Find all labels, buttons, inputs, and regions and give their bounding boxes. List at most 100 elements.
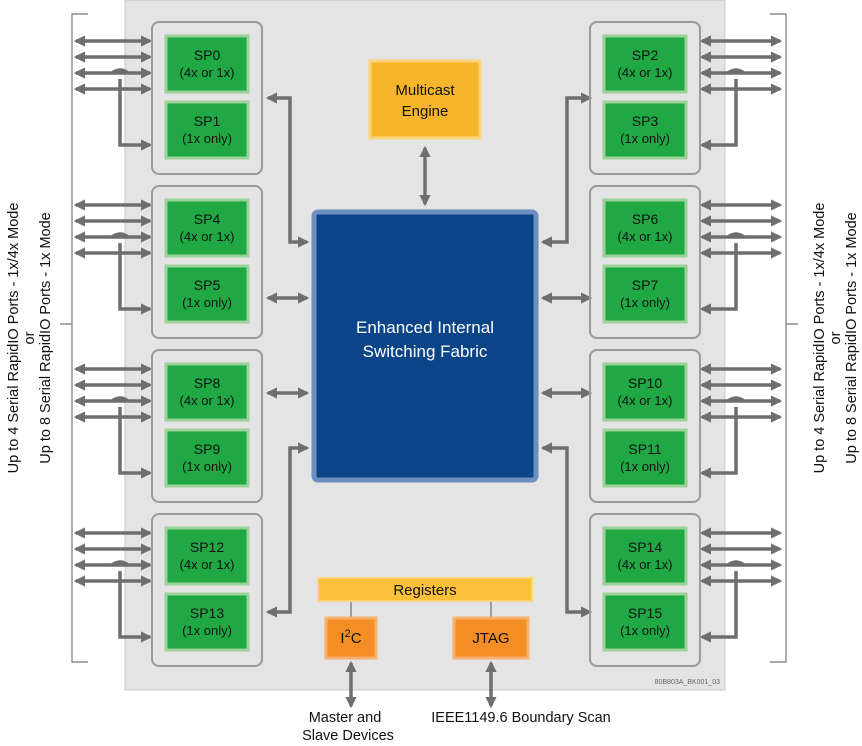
- serial-port-mode: (4x or 1x): [618, 393, 673, 408]
- master-slave-label-line1: Master and: [309, 710, 382, 726]
- serial-port-fill: [602, 526, 688, 586]
- lane-fanout-curve: [726, 68, 746, 75]
- arrow-sp2-sp3-to-fabric: [540, 92, 593, 248]
- left-label-line3: Up to 8 Serial RapidIO Ports - 1x Mode: [38, 212, 54, 463]
- right-label-line1: Up to 4 Serial RapidIO Ports - 1x/4x Mod…: [812, 203, 828, 474]
- internal-connection-arrows: [265, 92, 593, 709]
- lane-fanout-arrow: [118, 243, 153, 315]
- arrow-sp12-sp13-to-fabric: [265, 442, 310, 618]
- serial-port-box: SP1 (1x only): [164, 100, 250, 160]
- serial-port-box: SP11(1x only): [602, 428, 688, 488]
- serial-port-name: SP10: [628, 375, 662, 391]
- serial-port-mode: (1x only): [620, 623, 670, 638]
- port-pair-border: [589, 513, 701, 667]
- multicast-label-line1: Multicast: [395, 82, 455, 99]
- serial-port-name: SP7: [632, 277, 659, 293]
- serial-port-mode: (1x only): [182, 131, 232, 146]
- right-bracket: [770, 13, 798, 663]
- lane-fanout-arrow: [118, 407, 153, 479]
- lane-fanout-curve: [726, 560, 746, 567]
- external-lane-arrows: [73, 35, 783, 643]
- serial-port-mode: (4x or 1x): [180, 557, 235, 572]
- serial-port-fill: [164, 34, 250, 94]
- serial-port-fill: [602, 34, 688, 94]
- lane-fanout-curve: [726, 232, 746, 239]
- serial-port-mode: (4x or 1x): [180, 393, 235, 408]
- port-pair-border: [151, 21, 263, 175]
- serial-port-box: SP5(1x only): [164, 264, 250, 324]
- serial-port-box: SP2 (4x or 1x): [602, 34, 688, 94]
- serial-port-box: SP4 (4x or 1x): [164, 198, 250, 258]
- i2c-label: I2C: [340, 628, 361, 647]
- serial-port-name: SP1: [194, 113, 221, 129]
- serial-port-fill: [602, 100, 688, 160]
- multicast-engine-box: [368, 59, 482, 140]
- left-label-line2: or: [22, 331, 38, 344]
- serial-port-fill: [164, 100, 250, 160]
- port-pair-group: SP2 (4x or 1x) SP3 (1x only): [589, 21, 701, 175]
- serial-port-fill: [602, 362, 688, 422]
- left-side-label: Up to 4 Serial RapidIO Ports - 1x/4x Mod…: [6, 203, 54, 474]
- lane-fanout-arrow: [699, 571, 738, 643]
- lane-fanout-curve: [110, 68, 130, 75]
- port-pair-border: [151, 349, 263, 503]
- serial-port-mode: (1x only): [182, 623, 232, 638]
- serial-port-fill: [602, 428, 688, 488]
- left-label-line1: Up to 4 Serial RapidIO Ports - 1x/4x Mod…: [6, 203, 22, 474]
- serial-port-name: SP12: [190, 539, 224, 555]
- serial-port-mode: (1x only): [620, 295, 670, 310]
- arrow-sp0-sp1-to-fabric: [265, 92, 310, 248]
- serial-port-mode: (4x or 1x): [618, 65, 673, 80]
- lane-fanout-curve: [110, 396, 130, 403]
- jtag-box: [452, 616, 530, 660]
- serial-port-mode: (4x or 1x): [180, 229, 235, 244]
- port-pair-group: SP12 (4x or 1x) SP13 (1x only): [151, 513, 263, 667]
- port-pair-group: SP0(4x or 1x) SP1 (1x only): [151, 21, 263, 175]
- switching-fabric-box: [311, 209, 539, 483]
- serial-port-box: SP10 (4x or 1x): [602, 362, 688, 422]
- boundary-scan-label: IEEE1149.6 Boundary Scan: [431, 710, 611, 726]
- port-pair-border: [589, 349, 701, 503]
- left-bracket: [60, 13, 88, 663]
- serial-port-mode: (1x only): [182, 295, 232, 310]
- i2c-label-c: C: [351, 630, 362, 647]
- serial-port-fill: [164, 198, 250, 258]
- port-pair-border: [151, 513, 263, 667]
- serial-port-name: SP14: [628, 539, 662, 555]
- lane-fanout-curve: [726, 396, 746, 403]
- serial-port-fill: [164, 362, 250, 422]
- port-groups: SP0(4x or 1x)SP1(1x only)SP4(4x or 1x)SP…: [151, 21, 701, 667]
- lane-fanout-arrow: [118, 571, 153, 643]
- serial-port-box: SP7 (1x only): [602, 264, 688, 324]
- serial-port-name: SP3: [632, 113, 659, 129]
- lane-fanout-curve: [110, 560, 130, 567]
- serial-port-fill: [164, 264, 250, 324]
- serial-port-mode: (4x or 1x): [618, 557, 673, 572]
- multicast-label-line2: Engine: [402, 103, 449, 120]
- serial-port-name: SP2: [632, 47, 659, 63]
- serial-port-mode: (4x or 1x): [618, 229, 673, 244]
- serial-port-mode: (1x only): [620, 131, 670, 146]
- master-slave-label-line2: Slave Devices: [302, 728, 394, 744]
- serial-port-name: SP11: [628, 441, 661, 457]
- serial-port-box: SP0(4x or 1x): [164, 34, 250, 94]
- serial-port-box: SP15(1x only): [602, 592, 688, 652]
- lane-fanout-arrow: [699, 407, 738, 479]
- serial-port-name: SP6: [632, 211, 659, 227]
- port-pair-group: SP6 (4x or 1x) SP7 (1x only): [589, 185, 701, 339]
- serial-port-box: SP8(4x or 1x): [164, 362, 250, 422]
- serial-port-fill: [602, 264, 688, 324]
- serial-port-fill: [164, 428, 250, 488]
- registers-box: [317, 577, 533, 602]
- serial-port-name: SP4: [194, 211, 221, 227]
- serial-port-box: SP9(1x only): [164, 428, 250, 488]
- serial-port-fill: [164, 526, 250, 586]
- i2c-label-i: I: [340, 630, 344, 647]
- fabric-label-line1: Enhanced Internal: [356, 318, 494, 337]
- right-side-label: Up to 4 Serial RapidIO Ports - 1x/4x Mod…: [812, 203, 860, 474]
- serial-port-mode: (4x or 1x): [180, 65, 235, 80]
- port-pair-group: SP8(4x or 1x)SP9(1x only): [151, 349, 263, 503]
- jtag-label: JTAG: [472, 630, 509, 647]
- serial-port-name: SP13: [190, 605, 224, 621]
